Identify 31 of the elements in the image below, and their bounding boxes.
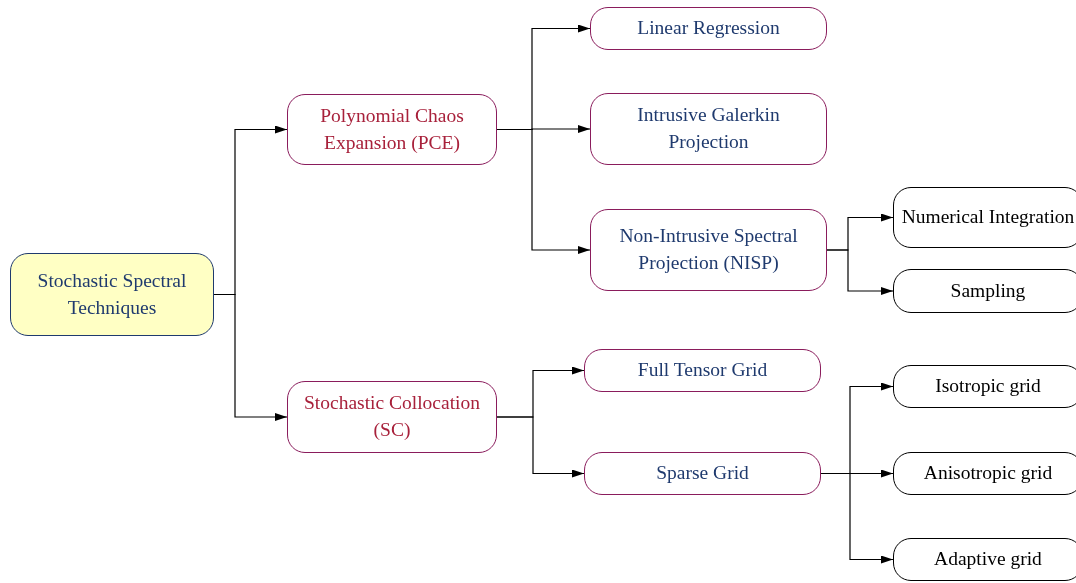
node-label: Numerical Integration <box>901 205 1075 230</box>
rounded-box <box>893 269 1076 313</box>
rounded-box <box>584 349 821 392</box>
node-label: Polynomial Chaos Expansion (PCE) <box>319 103 465 155</box>
connector-arrow <box>820 472 894 564</box>
connector-arrow <box>826 249 894 295</box>
node-label: Full Tensor Grid <box>637 358 768 383</box>
node-label: Anisotropic grid <box>923 461 1053 486</box>
connector-arrow <box>496 128 591 254</box>
node-label: Non-Intrusive Spectral Projection (NISP) <box>618 224 799 275</box>
node-label: Sparse Grid <box>656 461 749 486</box>
node-label: Linear Regression <box>637 16 780 41</box>
rounded-box <box>287 94 497 165</box>
node-label: Isotropic grid <box>935 374 1041 399</box>
rounded-box <box>893 538 1076 581</box>
rounded-box <box>590 93 827 165</box>
connector-arrow <box>496 416 585 478</box>
rounded-box <box>893 187 1076 248</box>
rounded-box <box>893 452 1076 495</box>
rounded-box <box>10 253 214 336</box>
connector-arrow <box>213 293 288 421</box>
node-label: Stochastic Collocation (SC) <box>303 391 481 442</box>
node-label: Stochastic Spectral Techniques <box>36 268 188 320</box>
node-label: Intrusive Galerkin Projection <box>636 103 781 154</box>
rounded-box <box>893 365 1076 408</box>
rounded-box <box>287 381 497 453</box>
node-label: Adaptive grid <box>934 547 1042 572</box>
rounded-box <box>590 209 827 291</box>
rounded-box <box>584 452 821 495</box>
node-label: Sampling <box>950 278 1026 303</box>
rounded-box <box>590 7 827 50</box>
